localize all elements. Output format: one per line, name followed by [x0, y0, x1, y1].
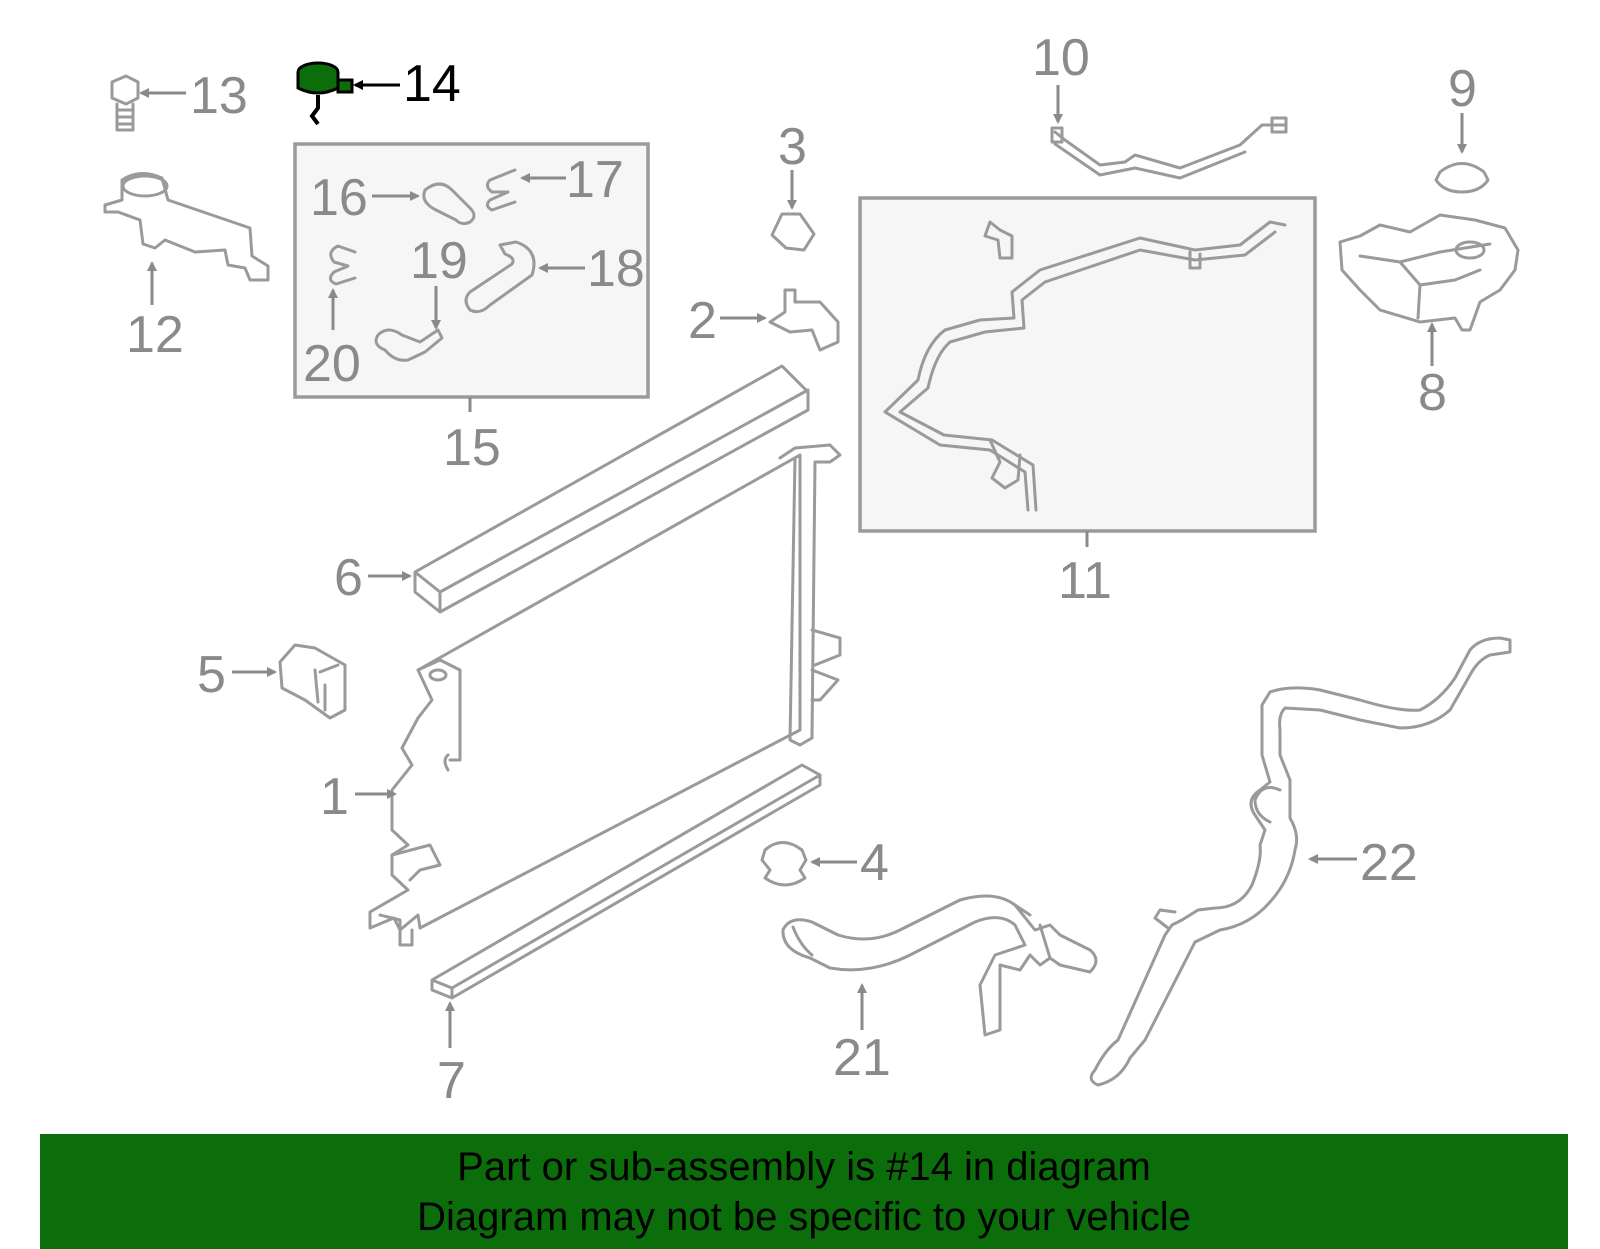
callout-21: 21 — [833, 1029, 891, 1087]
callout-4: 4 — [860, 834, 889, 892]
banner-line-disclaimer: Diagram may not be specific to your vehi… — [417, 1194, 1191, 1239]
kit-box-11 — [858, 196, 1317, 533]
bolt-13 — [110, 74, 140, 132]
bracket-5 — [278, 643, 347, 720]
seal-7 — [430, 763, 822, 1000]
bracket-2 — [768, 288, 840, 352]
callout-3: 3 — [778, 118, 807, 176]
callout-1: 1 — [320, 768, 349, 826]
info-banner: Part or sub-assembly is #14 in diagram D… — [40, 1134, 1568, 1249]
callout-20: 20 — [303, 335, 361, 393]
callout-22: 22 — [1360, 834, 1418, 892]
fitting-16 — [422, 182, 476, 226]
hose-22 — [1089, 636, 1512, 1087]
hose-21 — [781, 894, 1098, 1037]
callout-15: 15 — [443, 419, 501, 477]
callout-10: 10 — [1032, 29, 1090, 87]
cap-9 — [1434, 162, 1490, 194]
callout-5: 5 — [197, 646, 226, 704]
kit-box-15 — [293, 142, 650, 399]
callout-14: 14 — [403, 55, 461, 113]
callout-16: 16 — [310, 169, 368, 227]
banner-line-part: Part or sub-assembly is #14 in diagram — [457, 1144, 1151, 1189]
callout-17: 17 — [566, 151, 624, 209]
callout-6: 6 — [334, 549, 363, 607]
pipe-assembly-11 — [883, 220, 1287, 512]
callout-9: 9 — [1448, 60, 1477, 118]
expansion-tank-8 — [1338, 213, 1520, 332]
clip-20 — [329, 244, 357, 286]
callout-19: 19 — [410, 232, 468, 290]
callout-2: 2 — [688, 292, 717, 350]
highlighted-part-14 — [296, 61, 354, 126]
reservoir-bracket-12 — [103, 172, 270, 282]
hose-18 — [464, 240, 536, 314]
callout-13: 13 — [190, 67, 248, 125]
parts-diagram: 13 14 12 16 17 19 18 20 15 3 2 10 9 11 8… — [103, 29, 1520, 1110]
radiator-1 — [368, 443, 842, 947]
callout-7: 7 — [437, 1052, 466, 1110]
seal-6 — [413, 364, 810, 614]
callout-18: 18 — [587, 240, 645, 298]
bracket-3 — [770, 212, 816, 252]
hose-19 — [374, 328, 444, 362]
clip-17 — [485, 168, 517, 212]
pipe-10 — [1050, 116, 1288, 180]
plug-4 — [760, 841, 808, 887]
callout-12: 12 — [126, 306, 184, 364]
callout-11: 11 — [1058, 552, 1112, 610]
callout-8: 8 — [1418, 364, 1447, 422]
